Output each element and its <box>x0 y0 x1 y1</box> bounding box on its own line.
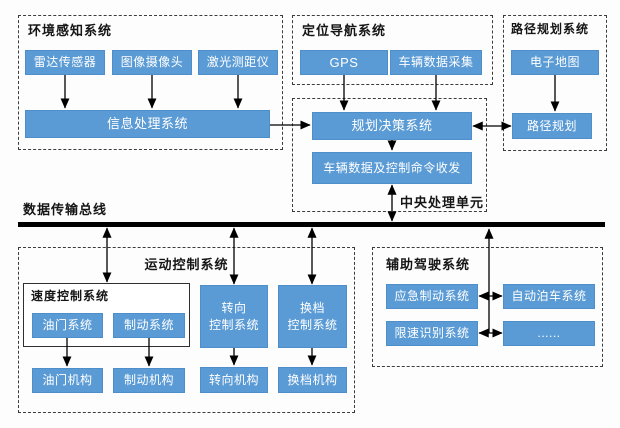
node-emergency-brake-system: 应急制动系统 <box>386 284 478 309</box>
node-gear-mechanism: 换档机构 <box>278 367 347 393</box>
node-brake-mechanism: 制动机构 <box>113 368 185 393</box>
path-system-panel <box>503 15 607 151</box>
bus-label: 数据传输总线 <box>23 202 108 217</box>
nav-system-panel <box>292 15 493 85</box>
node-path-planning: 路径规划 <box>512 113 592 139</box>
node-throttle-mechanism: 油门机构 <box>32 368 103 393</box>
node-throttle-system: 油门系统 <box>32 313 103 338</box>
node-decision-system: 规划决策系统 <box>312 112 472 140</box>
node-gear-control-system: 换档 控制系统 <box>278 285 347 348</box>
motion-system-panel <box>18 247 355 413</box>
assist-system-panel <box>372 247 603 367</box>
node-vehicle-data-collect: 车辆数据采集 <box>390 50 482 75</box>
gear-control-line2: 控制系统 <box>287 317 338 332</box>
gear-control-line1: 换档 <box>299 301 325 316</box>
node-laser-rangefinder: 激光测距仪 <box>198 50 278 75</box>
node-auto-parking-system: 自动泊车系统 <box>503 284 595 309</box>
env-system-panel <box>18 15 283 150</box>
node-steering-control-system: 转向 控制系统 <box>200 285 268 348</box>
node-steering-mechanism: 转向机构 <box>200 367 268 393</box>
motion-system-title: 运动控制系统 <box>144 257 229 272</box>
steering-control-line1: 转向 <box>221 301 247 316</box>
node-more-systems: ...... <box>503 321 595 346</box>
node-speed-limit-recognition: 限速识别系统 <box>386 321 478 346</box>
node-command-transceiver: 车辆数据及控制命令收发 <box>312 152 472 184</box>
node-gps: GPS <box>300 50 388 75</box>
env-system-title: 环境感知系统 <box>28 23 113 38</box>
path-system-title: 路径规划系统 <box>511 22 590 36</box>
assist-system-title: 辅助驾驶系统 <box>386 257 471 272</box>
steering-control-line2: 控制系统 <box>208 317 259 332</box>
speed-control-title: 速度控制系统 <box>31 289 110 303</box>
node-image-camera: 图像摄像头 <box>112 50 192 75</box>
cpu-unit-label: 中央处理单元 <box>400 195 485 210</box>
node-brake-system: 制动系统 <box>113 313 185 338</box>
data-bus-line <box>18 222 605 227</box>
nav-system-title: 定位导航系统 <box>302 23 387 38</box>
node-electronic-map: 电子地图 <box>511 50 599 75</box>
node-info-processing: 信息处理系统 <box>25 110 270 138</box>
node-radar-sensor: 雷达传感器 <box>25 50 105 75</box>
